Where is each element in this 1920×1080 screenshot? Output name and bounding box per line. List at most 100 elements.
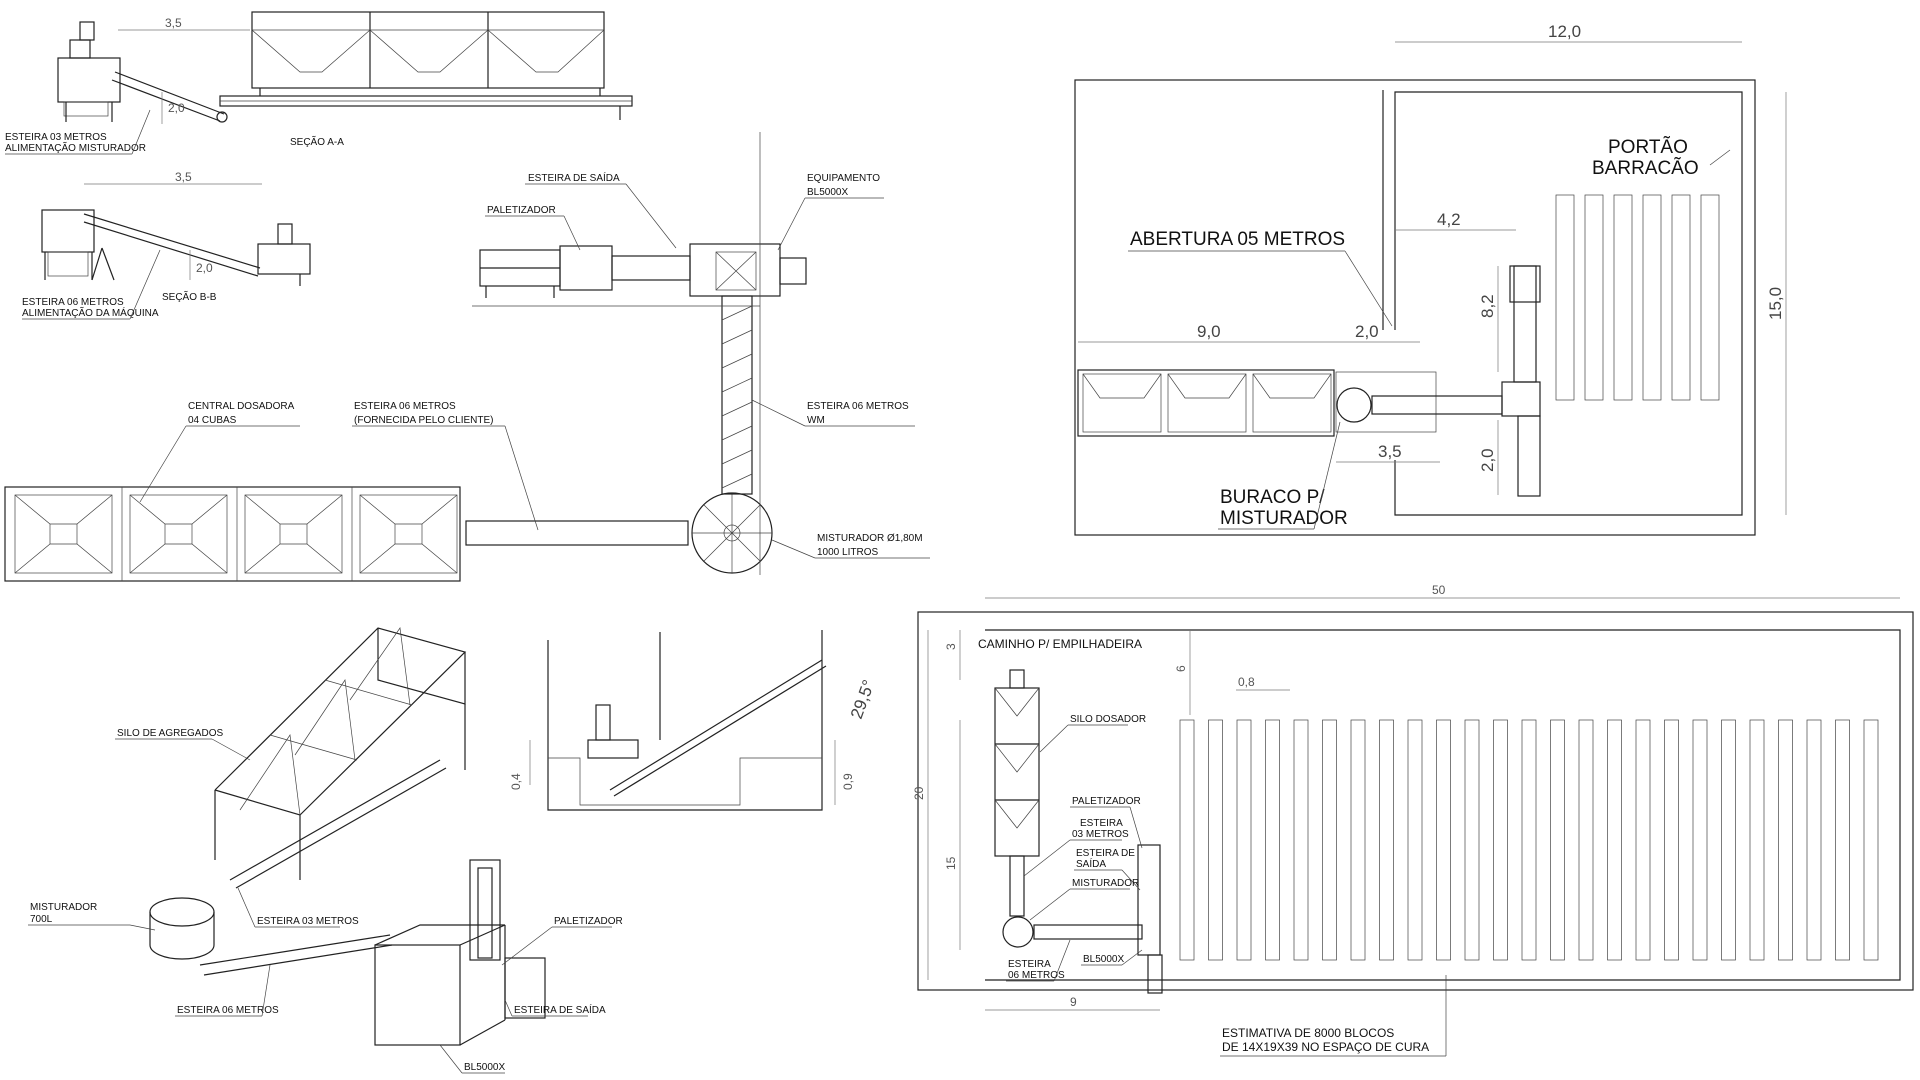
block-row bbox=[1607, 719, 1622, 961]
block-row bbox=[1835, 719, 1850, 961]
lt-dim-42: 4,2 bbox=[1437, 210, 1461, 229]
plan-equipamento-1: EQUIPAMENTO bbox=[807, 173, 880, 184]
lt-dim-82: 8,2 bbox=[1478, 294, 1497, 318]
block-row bbox=[1806, 719, 1822, 961]
lb-dim-6: 6 bbox=[1174, 665, 1188, 672]
lb-esteira-saida-1: ESTEIRA DE bbox=[1076, 848, 1135, 859]
lb-dim-15: 15 bbox=[944, 856, 958, 870]
block-row bbox=[1493, 719, 1508, 961]
lb-esteira06-1: ESTEIRA bbox=[1008, 959, 1051, 970]
lb-esteira06-2: 06 METROS bbox=[1008, 970, 1065, 981]
lb-estimativa-2: DE 14X19X39 NO ESPAÇO DE CURA bbox=[1222, 1040, 1429, 1054]
bb-dim-side: 2,0 bbox=[196, 261, 213, 275]
block-row bbox=[1265, 719, 1280, 961]
block-row bbox=[1721, 719, 1736, 961]
lb-esteira-saida-2: SAÍDA bbox=[1076, 857, 1106, 870]
bb-label-2: ALIMENTAÇÃO DA MÁQUINA bbox=[22, 306, 159, 319]
bb-dim-top: 3,5 bbox=[175, 170, 192, 184]
block-row bbox=[1179, 719, 1195, 961]
lt-dim-35: 3,5 bbox=[1378, 442, 1402, 461]
lb-dim-20: 20 bbox=[912, 786, 926, 800]
iso-paletizador: PALETIZADOR bbox=[554, 916, 623, 927]
block-row bbox=[1236, 719, 1252, 961]
plan-misturador-1: MISTURADOR Ø1,80M bbox=[817, 533, 923, 544]
lb-dim-9: 9 bbox=[1070, 995, 1077, 1009]
lb-paletizador: PALETIZADOR bbox=[1072, 796, 1141, 807]
block-row bbox=[1407, 719, 1423, 961]
plan-esteira-saida: ESTEIRA DE SAÍDA bbox=[528, 171, 620, 184]
iso-misturador-1: MISTURADOR bbox=[30, 902, 97, 913]
aa-label-2: ALIMENTAÇÃO MISTURADOR bbox=[5, 141, 146, 154]
lt-dim-20a: 2,0 bbox=[1355, 322, 1379, 341]
iso-silo: SILO DE AGREGADOS bbox=[117, 728, 223, 739]
aa-dim-top: 3,5 bbox=[165, 16, 182, 30]
plan-misturador-2: 1000 LITROS bbox=[817, 547, 878, 558]
bb-title: SEÇÃO B-B bbox=[162, 290, 217, 303]
block-row bbox=[1863, 719, 1879, 961]
lb-esteira03-1: ESTEIRA bbox=[1080, 818, 1123, 829]
plan-central-1: CENTRAL DOSADORA bbox=[188, 401, 295, 412]
layout-bottom: 50 3 6 0,8 20 15 9 CAMINHO P/ EMPILHADEI… bbox=[912, 583, 1914, 1057]
lt-buraco-2: MISTURADOR bbox=[1220, 508, 1348, 529]
lt-buraco-1: BURACO P/ bbox=[1220, 487, 1325, 508]
bb-label-1: ESTEIRA 06 METROS bbox=[22, 297, 124, 308]
plan-view: ESTEIRA DE SAÍDA PALETIZADOR EQUIPAMENTO… bbox=[4, 132, 930, 582]
iso-bl5000x: BL5000X bbox=[464, 1062, 505, 1073]
plan-esteira06-2: (FORNECIDA PELO CLIENTE) bbox=[354, 415, 493, 426]
plan-central-2: 04 CUBAS bbox=[188, 415, 237, 426]
lb-esteira03-2: 03 METROS bbox=[1072, 829, 1129, 840]
block-row bbox=[1749, 719, 1765, 961]
lb-dim-50: 50 bbox=[1432, 583, 1446, 597]
block-row bbox=[1521, 719, 1537, 961]
lb-silo-dosador: SILO DOSADOR bbox=[1070, 714, 1146, 725]
plan-paletizador: PALETIZADOR bbox=[487, 205, 556, 216]
pit-section: 29,5° 0,4 0,9 bbox=[509, 630, 878, 811]
lb-caminho: CAMINHO P/ EMPILHADEIRA bbox=[978, 637, 1142, 651]
lt-portao-2: BARRACÃO bbox=[1592, 157, 1699, 179]
lt-dim-width: 12,0 bbox=[1548, 22, 1581, 41]
block-row bbox=[1208, 719, 1223, 961]
lb-estimativa-1: ESTIMATIVA DE 8000 BLOCOS bbox=[1222, 1026, 1394, 1040]
lb-bl5000x: BL5000X bbox=[1083, 954, 1124, 965]
pit-dim-04: 0,4 bbox=[509, 773, 523, 790]
layout-top: 12,0 15,0 4,2 8,2 9,0 2,0 3,5 2,0 PORTÃO… bbox=[1074, 22, 1787, 536]
block-row bbox=[1293, 719, 1309, 961]
lb-dim-3: 3 bbox=[944, 643, 958, 650]
lt-portao-1: PORTÃO bbox=[1608, 136, 1688, 158]
section-bb: 3,5 2,0 SEÇÃO B-B ESTEIRA 06 METROS ALIM… bbox=[22, 170, 311, 320]
block-row bbox=[1322, 719, 1337, 961]
block-rows bbox=[1179, 719, 1879, 961]
plan-esteira06wm-1: ESTEIRA 06 METROS bbox=[807, 401, 909, 412]
plan-equipamento-2: BL5000X bbox=[807, 187, 848, 198]
block-row bbox=[1692, 719, 1708, 961]
block-row bbox=[1350, 719, 1366, 961]
block-row bbox=[1464, 719, 1480, 961]
section-aa: 3,5 2,0 SEÇÃO A-A ESTEIRA 03 METROS ALIM… bbox=[5, 11, 633, 155]
block-row bbox=[1436, 719, 1451, 961]
lb-dim-08: 0,8 bbox=[1238, 675, 1255, 689]
lt-dim-20b: 2,0 bbox=[1478, 448, 1497, 472]
plan-esteira06wm-2: WM bbox=[807, 415, 825, 426]
pit-dim-09: 0,9 bbox=[841, 773, 855, 790]
lt-dim-height: 15,0 bbox=[1766, 287, 1785, 320]
aa-title: SEÇÃO A-A bbox=[290, 135, 344, 148]
iso-esteira-saida: ESTEIRA DE SAÍDA bbox=[514, 1003, 606, 1016]
lb-misturador: MISTURADOR bbox=[1072, 878, 1139, 889]
iso-view: SILO DE AGREGADOS MISTURADOR 700L ESTEIR… bbox=[28, 627, 623, 1074]
aa-label-1: ESTEIRA 03 METROS bbox=[5, 132, 107, 143]
aa-dim-side: 2,0 bbox=[168, 101, 185, 115]
block-row bbox=[1550, 719, 1565, 961]
plan-esteira06-1: ESTEIRA 06 METROS bbox=[354, 401, 456, 412]
block-row bbox=[1578, 719, 1594, 961]
block-row bbox=[1635, 719, 1651, 961]
iso-esteira06: ESTEIRA 06 METROS bbox=[177, 1005, 279, 1016]
pit-angle: 29,5° bbox=[847, 677, 878, 721]
block-row bbox=[1664, 719, 1679, 961]
lt-dim-90: 9,0 bbox=[1197, 322, 1221, 341]
block-row bbox=[1379, 719, 1394, 961]
iso-esteira03: ESTEIRA 03 METROS bbox=[257, 916, 359, 927]
block-row bbox=[1778, 719, 1793, 961]
iso-misturador-2: 700L bbox=[30, 914, 53, 925]
lt-abertura: ABERTURA 05 METROS bbox=[1130, 229, 1345, 250]
